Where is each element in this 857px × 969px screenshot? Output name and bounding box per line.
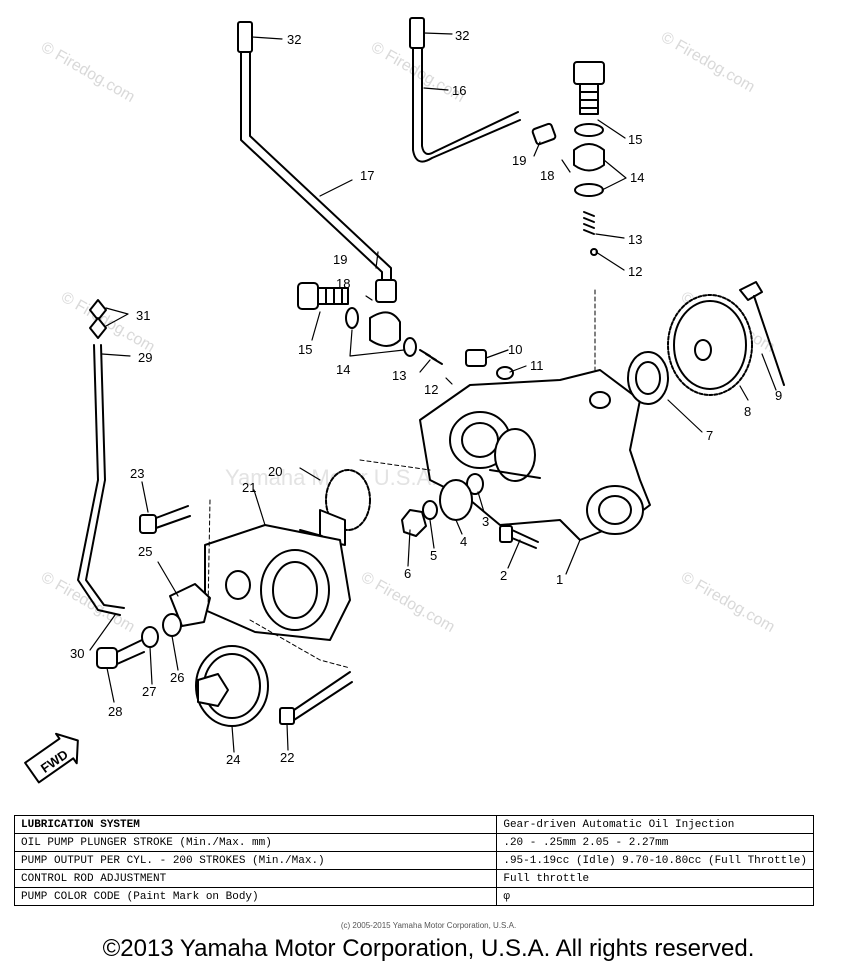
callout-14: 14 bbox=[336, 362, 350, 377]
oil-delivery-pipe-16 bbox=[409, 17, 557, 163]
callout-1: 1 bbox=[556, 572, 563, 587]
callout-32: 32 bbox=[455, 28, 469, 43]
spec-value: Full throttle bbox=[496, 869, 814, 888]
callout-8: 8 bbox=[744, 404, 751, 419]
callout-17: 17 bbox=[360, 168, 374, 183]
cotter-pin-9 bbox=[739, 281, 785, 386]
oil-delivery-pipe-17 bbox=[237, 21, 397, 303]
washer-26 bbox=[162, 613, 182, 637]
callout-4: 4 bbox=[460, 534, 467, 549]
callout-25: 25 bbox=[138, 544, 152, 559]
callout-15: 15 bbox=[298, 342, 312, 357]
callout-9: 9 bbox=[775, 388, 782, 403]
callout-16: 16 bbox=[452, 83, 466, 98]
callout-30: 30 bbox=[70, 646, 84, 661]
callout-13: 13 bbox=[628, 232, 642, 247]
callout-15: 15 bbox=[628, 132, 642, 147]
callout-3: 3 bbox=[482, 514, 489, 529]
callout-31: 31 bbox=[136, 308, 150, 323]
callout-32: 32 bbox=[287, 32, 301, 47]
callout-14: 14 bbox=[630, 170, 644, 185]
callout-13: 13 bbox=[392, 368, 406, 383]
callout-6: 6 bbox=[404, 566, 411, 581]
fwd-arrow-icon bbox=[24, 732, 79, 784]
cap-24 bbox=[195, 645, 269, 727]
control-rod bbox=[77, 299, 125, 616]
callout-numbers: 32 32 16 17 15 14 13 12 19 18 19 18 15 1… bbox=[70, 28, 782, 767]
callout-28: 28 bbox=[108, 704, 122, 719]
washer-5 bbox=[422, 500, 438, 520]
spec-label: OIL PUMP PLUNGER STROKE (Min./Max. mm) bbox=[13, 833, 498, 852]
callout-19: 19 bbox=[512, 153, 526, 168]
callout-12: 12 bbox=[424, 382, 438, 397]
screw-2 bbox=[499, 525, 539, 549]
drive-gear-8 bbox=[667, 294, 753, 396]
spec-label: LUBRICATION SYSTEM bbox=[13, 815, 498, 834]
screw-22 bbox=[279, 671, 353, 725]
callout-24: 24 bbox=[226, 752, 240, 767]
callout-7: 7 bbox=[706, 428, 713, 443]
plate-4 bbox=[439, 479, 473, 521]
spec-value: .95-1.19cc (Idle) 9.70-10.80cc (Full Thr… bbox=[496, 851, 814, 870]
callout-19: 19 bbox=[333, 252, 347, 267]
bearing-7 bbox=[627, 351, 669, 405]
screw-23 bbox=[139, 505, 191, 534]
watermark: © Firedog.com bbox=[678, 569, 778, 636]
callout-26: 26 bbox=[170, 670, 184, 685]
spec-value: φ bbox=[496, 887, 814, 906]
nut-6 bbox=[401, 509, 427, 537]
callout-2: 2 bbox=[500, 568, 507, 583]
banjo-bolt-left bbox=[297, 282, 443, 365]
alignment-lines bbox=[207, 289, 596, 669]
pump-body bbox=[419, 369, 651, 541]
watermark: © Firedog.com bbox=[658, 29, 758, 96]
lubrication-spec-table: LUBRICATION SYSTEM Gear-driven Automatic… bbox=[13, 815, 814, 906]
callout-12: 12 bbox=[628, 264, 642, 279]
table-row: PUMP COLOR CODE (Paint Mark on Body) φ bbox=[13, 887, 814, 906]
spec-label: PUMP OUTPUT PER CYL. - 200 STROKES (Min.… bbox=[13, 851, 498, 870]
callout-18: 18 bbox=[336, 276, 350, 291]
spec-value: .20 - .25mm 2.05 - 2.27mm bbox=[496, 833, 814, 852]
washer-27 bbox=[141, 626, 159, 648]
table-row: OIL PUMP PLUNGER STROKE (Min./Max. mm) .… bbox=[13, 833, 814, 852]
callout-21: 21 bbox=[242, 480, 256, 495]
banjo-bolt-upper bbox=[573, 61, 605, 256]
callout-22: 22 bbox=[280, 750, 294, 765]
table-row: LUBRICATION SYSTEM Gear-driven Automatic… bbox=[13, 815, 814, 834]
pump-cover-21 bbox=[204, 524, 351, 641]
oil-pump-exploded-diagram: © Firedog.com © Firedog.com © Firedog.co… bbox=[24, 17, 785, 784]
spec-label: PUMP COLOR CODE (Paint Mark on Body) bbox=[13, 887, 498, 906]
callout-29: 29 bbox=[138, 350, 152, 365]
spec-label: CONTROL ROD ADJUSTMENT bbox=[13, 869, 498, 888]
table-row: PUMP OUTPUT PER CYL. - 200 STROKES (Min.… bbox=[13, 851, 814, 870]
inner-copyright: (c) 2005-2015 Yamaha Motor Corporation, … bbox=[340, 921, 517, 930]
callout-18: 18 bbox=[540, 168, 554, 183]
table-row: CONTROL ROD ADJUSTMENT Full throttle bbox=[13, 869, 814, 888]
copyright-notice: ©2013 Yamaha Motor Corporation, U.S.A. A… bbox=[102, 935, 755, 962]
callout-10: 10 bbox=[508, 342, 522, 357]
screw-28 bbox=[96, 639, 145, 669]
leader-lines bbox=[89, 32, 777, 753]
spec-value: Gear-driven Automatic Oil Injection bbox=[496, 815, 814, 834]
callout-11: 11 bbox=[530, 358, 544, 373]
callout-27: 27 bbox=[142, 684, 156, 699]
bleed-screw-10 bbox=[465, 349, 514, 380]
watermark: © Firedog.com bbox=[38, 39, 138, 106]
watermark: © Firedog.com bbox=[38, 569, 138, 636]
callout-20: 20 bbox=[268, 464, 282, 479]
callout-5: 5 bbox=[430, 548, 437, 563]
callout-23: 23 bbox=[130, 466, 144, 481]
